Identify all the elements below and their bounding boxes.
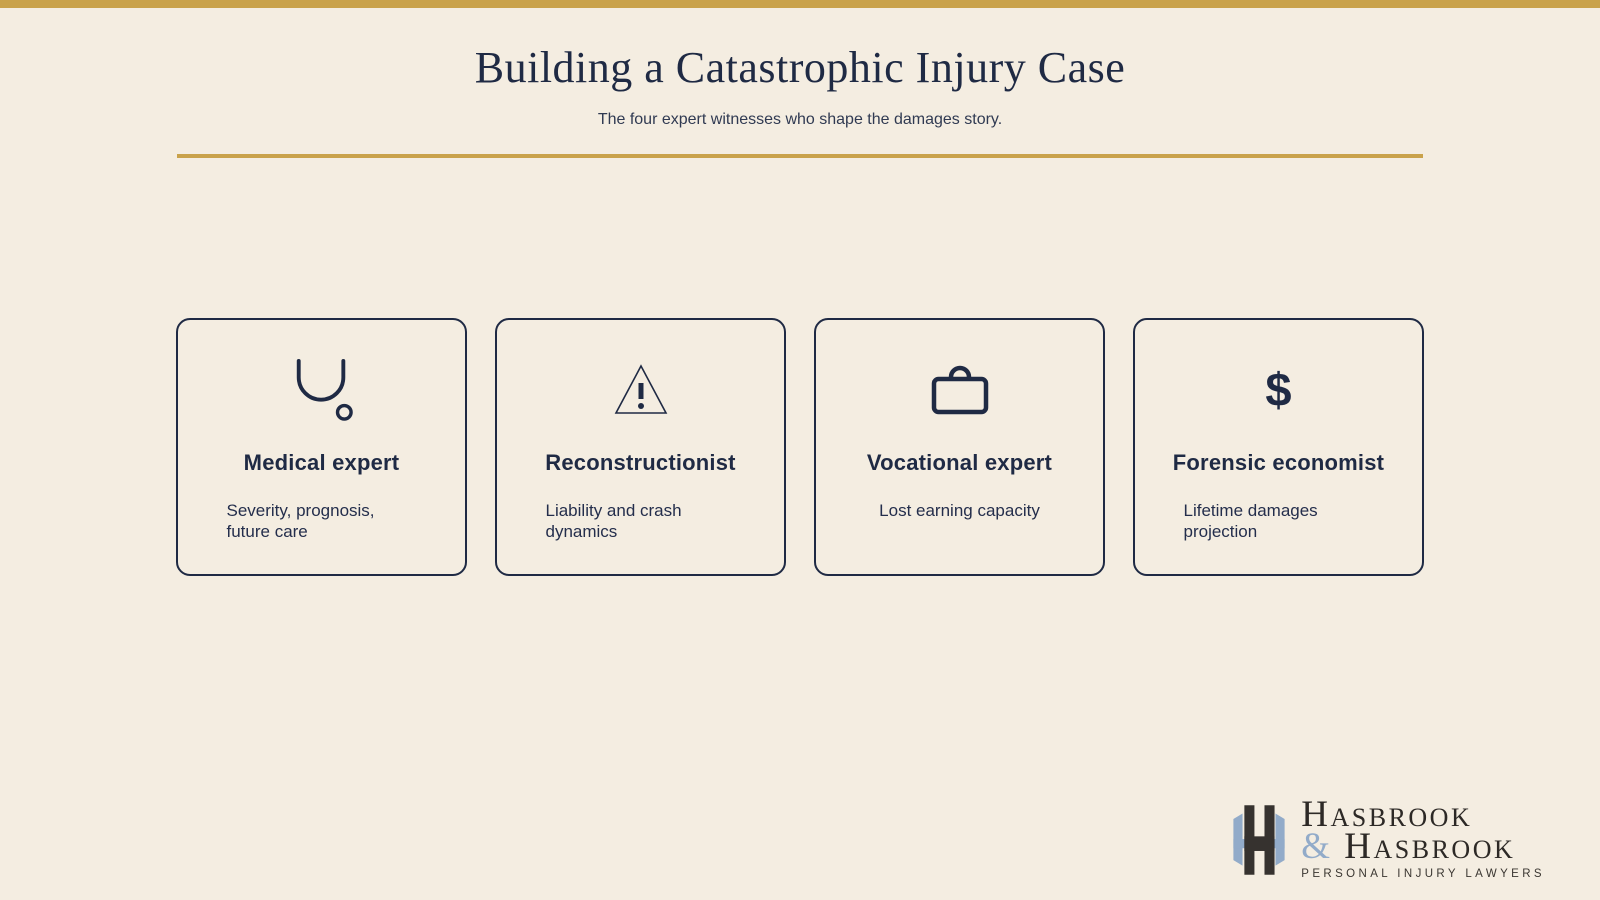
dollar-glyph: $ (1265, 363, 1292, 416)
card-title: Vocational expert (866, 450, 1053, 475)
logo-line-1: Hasbrook (1301, 794, 1473, 835)
logo-name-2: Hasbrook (1344, 826, 1516, 867)
dollar-sign-icon: $ (1135, 358, 1422, 422)
card-description: Liability and crash dynamics (545, 501, 682, 541)
card-medical-expert: Medical expert Severity, prognosis, futu… (176, 318, 467, 576)
logo-tagline: Personal Injury Lawyers (1301, 868, 1545, 880)
logo-line-2: & Hasbrook (1301, 828, 1545, 865)
infographic-page: Building a Catastrophic Injury Case The … (0, 0, 1600, 880)
page-subtitle: The four expert witnesses who shape the … (597, 111, 1003, 128)
card-description: Lifetime damages projection (1183, 501, 1318, 541)
card-forensic-economist: $ Forensic economist Lifetime damages pr… (1133, 318, 1424, 576)
hasbrook-monogram-icon (1227, 804, 1291, 875)
card-title: Forensic economist (1172, 450, 1385, 475)
card-vocational-expert: Vocational expert Lost earning capacity (814, 318, 1105, 576)
expert-cards-row: Medical expert Severity, prognosis, futu… (176, 318, 1424, 576)
card-description: Lost earning capacity (879, 501, 1040, 520)
briefcase-icon (816, 358, 1103, 422)
card-reconstructionist: Reconstructionist Liability and crash dy… (495, 318, 786, 576)
gold-divider (177, 154, 1423, 158)
header: Building a Catastrophic Injury Case The … (0, 42, 1600, 158)
card-title: Reconstructionist (545, 450, 736, 475)
card-description: Severity, prognosis, future care (226, 501, 375, 541)
top-accent-bar (0, 0, 1600, 8)
hasbrook-logo: Hasbrook & Hasbrook Personal Injury Lawy… (1227, 794, 1545, 880)
logo-ampersand: & (1301, 826, 1333, 867)
warning-triangle-icon (497, 358, 784, 422)
stethoscope-icon (178, 358, 465, 422)
card-title: Medical expert (243, 450, 400, 475)
page-title: Building a Catastrophic Injury Case (474, 43, 1126, 92)
logo-wordmark: Hasbrook & Hasbrook Personal Injury Lawy… (1301, 794, 1545, 880)
